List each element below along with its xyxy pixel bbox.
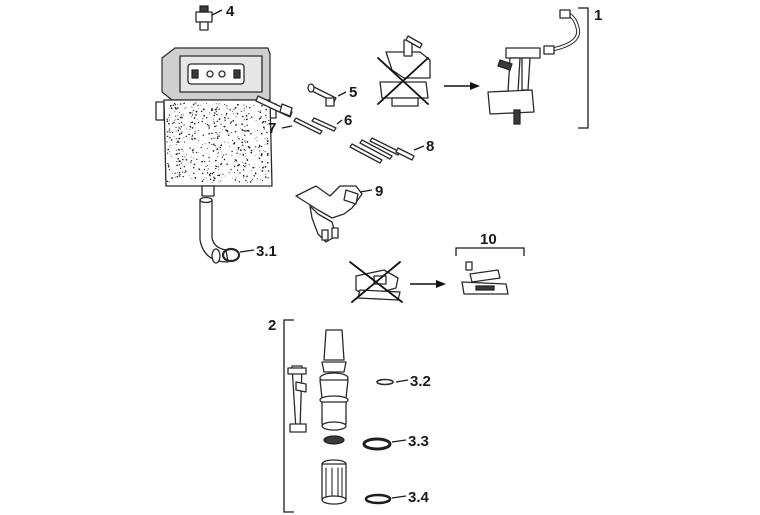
cross-out-line [351, 261, 401, 303]
bracket-1 [578, 7, 589, 129]
callout-4: 4 [226, 3, 235, 20]
part-2-flush-valve: 2 [268, 317, 349, 513]
part-6-threaded-rod: 6 [255, 95, 352, 132]
callout-3-1: 3.1 [256, 243, 277, 260]
callout-3-2: 3.2 [410, 373, 431, 390]
part-7-screw: 7 [268, 117, 323, 137]
part-1-fill-valve: 1 [487, 7, 602, 129]
replacement-arrow-1 [444, 82, 480, 90]
callout-10: 10 [480, 231, 497, 248]
bracket-2 [283, 319, 294, 513]
part-3-1-outlet-bend: 3.1 [199, 196, 277, 264]
part-4-stop-valve: 4 [195, 3, 235, 31]
callout-7: 7 [268, 120, 276, 137]
callout-5: 5 [349, 84, 357, 101]
cross-out-line [377, 57, 429, 105]
replacement-arrow-2 [410, 280, 446, 288]
insulation-texture [166, 102, 270, 183]
callout-2: 2 [268, 317, 276, 334]
callout-6: 6 [344, 112, 352, 129]
bracket-10 [455, 247, 525, 256]
part-8-fixing-screws: 8 [349, 137, 434, 164]
part-10-lever-kit: 10 [455, 231, 525, 295]
old-fill-valve-crossed [377, 35, 431, 107]
old-flush-lever-crossed [349, 261, 403, 303]
part-3-3-gasket: 3.3 [362, 433, 429, 451]
callout-1: 1 [594, 7, 602, 24]
part-3-4-seal-ring: 3.4 [364, 489, 430, 506]
callout-9: 9 [375, 183, 383, 200]
callout-3-3: 3.3 [408, 433, 429, 450]
insulated-tank-body [163, 99, 273, 187]
part-5-bolt: 5 [307, 83, 357, 107]
callout-8: 8 [426, 138, 434, 155]
part-9-mounting-frame: 9 [295, 183, 383, 243]
part-3-2-small-seal: 3.2 [376, 373, 431, 390]
cistern-tank [155, 47, 277, 197]
callout-3-4: 3.4 [408, 489, 430, 506]
